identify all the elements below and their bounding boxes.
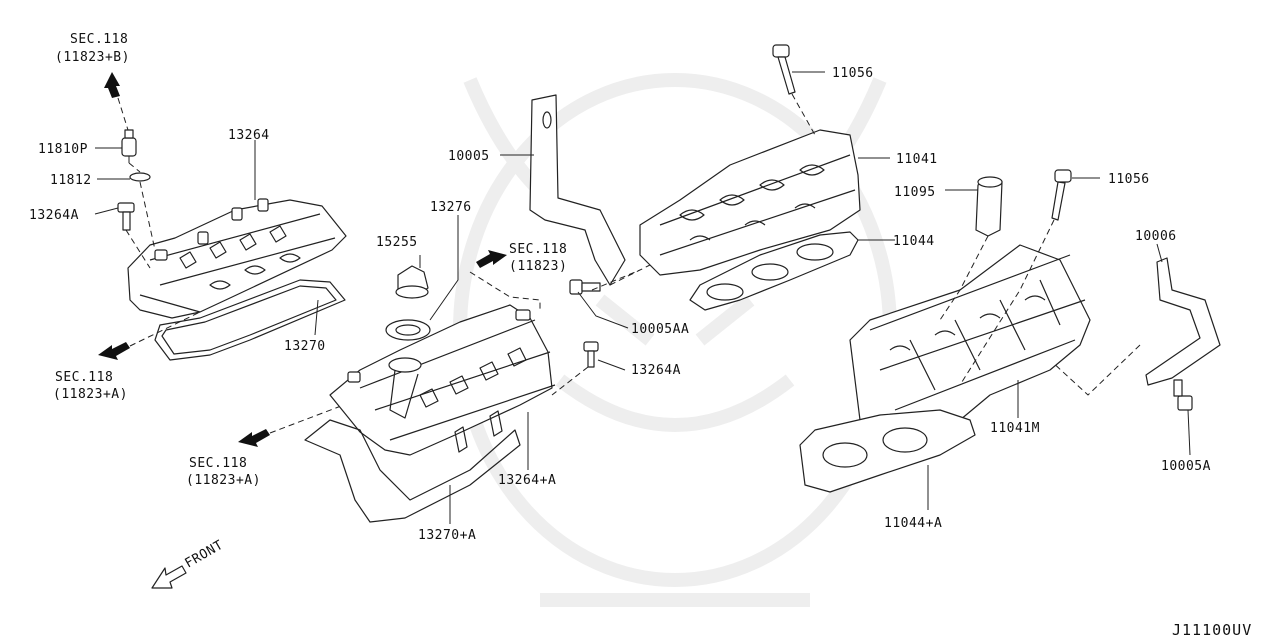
sec-ref-label: SEC.118	[55, 370, 113, 385]
oil-cap-gasket	[385, 319, 431, 341]
head-bolt-11056-top	[772, 44, 816, 136]
part-label-10005: 10005	[448, 149, 490, 164]
part-label-11044: 11044	[893, 234, 935, 249]
sec-ref-label: SEC.118	[189, 456, 247, 471]
callout-sec118-mid: SEC.118 (11823)	[509, 242, 567, 274]
part-label-11041: 11041	[896, 152, 938, 167]
sec-ref-label: SEC.118	[70, 32, 128, 47]
part-label-13270: 13270	[284, 339, 326, 354]
part-label-15255: 15255	[376, 235, 418, 250]
callout-sec118-b: SEC.118 (11823+B)	[55, 32, 130, 65]
part-label-11095: 11095	[894, 185, 936, 200]
sec-ref-code: (11823+B)	[55, 50, 130, 65]
leader-lines	[94, 71, 1191, 524]
callout-sec118-a-left: SEC.118 (11823+A)	[53, 370, 128, 402]
rocker-cover-right	[329, 304, 556, 456]
part-label-11056-right: 11056	[1108, 172, 1150, 187]
pcv-valve	[121, 129, 137, 163]
rocker-cover-gasket-right	[304, 419, 521, 523]
bolt-10005a	[1049, 344, 1193, 411]
arrow-sec118-mid	[469, 250, 541, 312]
part-label-13276: 13276	[430, 200, 472, 215]
part-label-11041m: 11041M	[990, 421, 1040, 436]
front-direction-arrow	[151, 565, 187, 589]
rocker-cover-left	[127, 198, 347, 319]
part-label-10005aa: 10005AA	[631, 322, 689, 337]
cover-bolt-right	[551, 341, 599, 396]
diagram-id: J11100UV	[1172, 621, 1252, 639]
part-label-13264a-left: 13264A	[29, 208, 79, 223]
dowel-11095	[939, 176, 1003, 321]
front-label: FRONT	[183, 538, 227, 572]
arrow-sec118-b	[104, 72, 129, 131]
part-label-11056-top: 11056	[832, 66, 874, 81]
part-label-13264a-right: 13264A	[631, 363, 681, 378]
callout-sec118-a-low: SEC.118 (11823+A)	[186, 456, 261, 488]
part-label-11044-a: 11044+A	[884, 516, 942, 531]
cylinder-head-11041	[639, 129, 861, 276]
bolt-10005aa	[569, 279, 601, 295]
head-gasket-11044a	[799, 409, 976, 493]
part-label-10005a: 10005A	[1161, 459, 1211, 474]
head-bolt-11056-right	[959, 169, 1072, 386]
part-label-11810p: 11810P	[38, 142, 88, 157]
cover-bolt-left	[117, 202, 135, 231]
part-label-13264: 13264	[228, 128, 270, 143]
part-label-10006: 10006	[1135, 229, 1177, 244]
part-label-11812: 11812	[50, 173, 92, 188]
cylinder-head-11041m	[849, 244, 1091, 451]
sec-ref-code: (11823+A)	[186, 473, 261, 488]
part-label-13264-a: 13264+A	[498, 473, 556, 488]
oil-filler-cap	[395, 265, 429, 299]
arrow-sec118-a-low	[238, 394, 371, 447]
sec-ref-code: (11823)	[509, 259, 567, 274]
sec-ref-label: SEC.118	[509, 242, 567, 257]
bracket-10006	[1145, 257, 1221, 386]
arrow-sec118-a-left	[98, 311, 201, 360]
o-ring	[129, 172, 151, 182]
sec-ref-code: (11823+A)	[53, 387, 128, 402]
part-label-13270-a: 13270+A	[418, 528, 476, 543]
